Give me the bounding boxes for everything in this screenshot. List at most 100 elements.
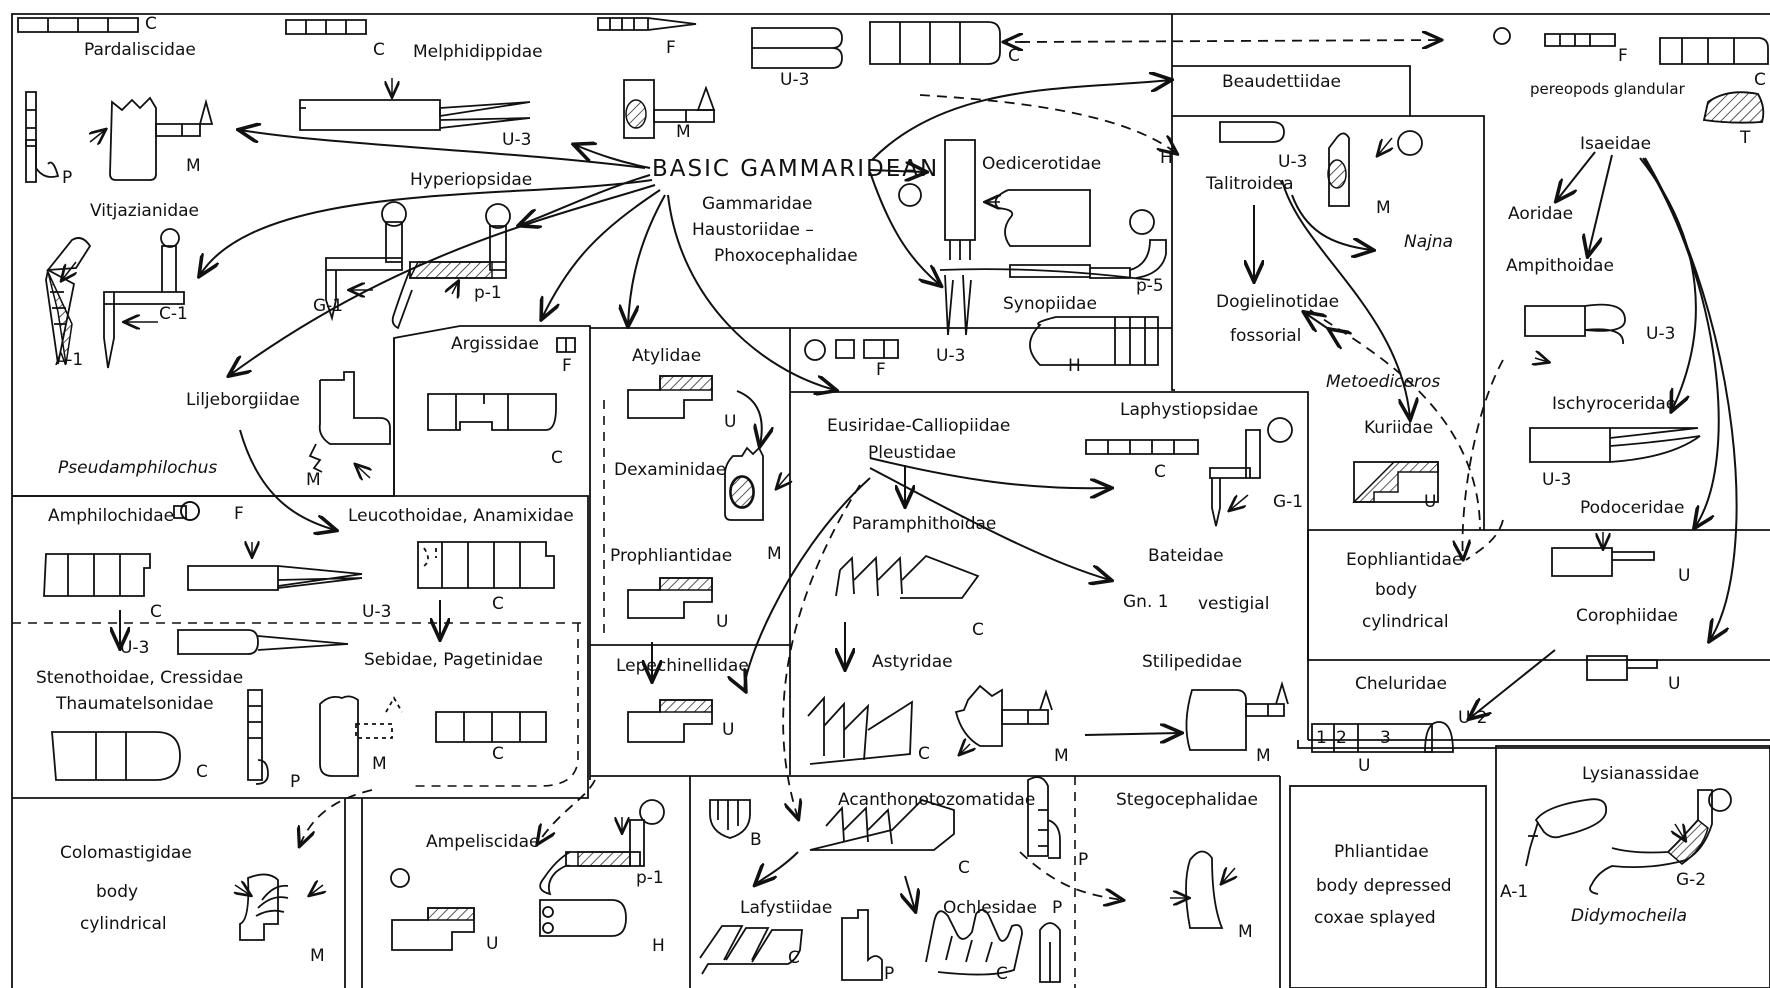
code-label: C — [958, 858, 970, 878]
sebidae-label: Sebidae, Pagetinidae — [364, 650, 543, 670]
podoceridae-label: Podoceridae — [1580, 498, 1685, 518]
argissidae-label: Argissidae — [451, 334, 539, 354]
code-label: C-1 — [159, 304, 188, 324]
thaumatelsonidae-label: Thaumatelsonidae — [56, 694, 214, 714]
panel-borders — [11, 13, 1770, 988]
code-label: F — [1618, 46, 1628, 66]
code-label: U-3 — [362, 602, 392, 622]
code-label: M — [310, 946, 325, 966]
code-label: M — [186, 156, 201, 176]
gn1-label: Gn. 1 — [1123, 592, 1169, 612]
code-label: U — [716, 612, 729, 632]
code-label: p-1 — [474, 283, 502, 303]
phliantidae-label: Phliantidae — [1334, 842, 1429, 862]
code-label: C — [996, 964, 1008, 984]
code-label: 3 — [1380, 728, 1391, 748]
paramphithoidae-label: Paramphithoidae — [852, 514, 997, 534]
code-label: A-1 — [55, 350, 84, 370]
didymocheila-label: Didymocheila — [1571, 906, 1688, 926]
code-label: C — [1754, 70, 1766, 90]
code-label: U — [1424, 492, 1437, 512]
synopiidae-label: Synopiidae — [1003, 294, 1097, 314]
code-label: U-3 — [1278, 152, 1308, 172]
code-label: U — [1358, 756, 1371, 776]
code-label: F — [666, 38, 676, 58]
code-label: F — [876, 360, 886, 380]
prophliantidae-label: Prophliantidae — [610, 546, 733, 566]
code-label: M — [306, 470, 321, 490]
code-label: p-5 — [1136, 276, 1164, 296]
code-label: U-3 — [936, 346, 966, 366]
eophliantidae-label: Eophliantidae — [1346, 550, 1463, 570]
ochlesidae-label: Ochlesidae — [943, 898, 1037, 918]
code-label: F — [234, 504, 244, 524]
code-label: U-3 — [502, 130, 532, 150]
code-label: T — [1740, 128, 1751, 148]
vestigial-label: vestigial — [1198, 594, 1270, 614]
code-label: G-1 — [313, 296, 344, 316]
colomastigidae-cylindrical-label: cylindrical — [80, 914, 167, 934]
code-label: P — [62, 168, 73, 188]
basic-gammaridean-title: BASIC GAMMARIDEAN — [652, 156, 940, 182]
code-label: H — [652, 936, 665, 956]
code-label: C — [196, 762, 208, 782]
code-label: M — [1054, 746, 1069, 766]
stilipedidae-label: Stilipedidae — [1142, 652, 1243, 672]
kuriidae-label: Kuriidae — [1364, 418, 1434, 438]
coxae-splayed-label: coxae splayed — [1314, 908, 1436, 928]
ischyroceridae-label: Ischyroceridae — [1552, 394, 1677, 414]
cheluridae-label: Cheluridae — [1355, 674, 1447, 694]
code-label: M — [1238, 922, 1253, 942]
code-label: U-3 — [780, 70, 810, 90]
eophliantidae-body-label: body — [1375, 580, 1418, 600]
lysianassidae-label: Lysianassidae — [1582, 764, 1700, 784]
code-label: P — [1052, 898, 1063, 918]
code-label: G-1 — [1273, 492, 1304, 512]
bateidae-label: Bateidae — [1148, 546, 1224, 566]
code-label: H — [1160, 148, 1173, 168]
phoxocephalidae-label: Phoxocephalidae — [714, 246, 858, 266]
pleustidae-label: Pleustidae — [868, 443, 957, 463]
code-label: M — [1256, 746, 1271, 766]
code-label: C — [918, 744, 930, 764]
fossorial-label: fossorial — [1230, 326, 1302, 346]
liljeborgiidae-label: Liljeborgiidae — [186, 390, 300, 410]
hatched-fills — [47, 91, 1765, 921]
talitroidea-label: Talitroidea — [1206, 174, 1294, 194]
dogielinotidae-label: Dogielinotidae — [1216, 292, 1340, 312]
isaeidae-label: Isaeidae — [1580, 134, 1652, 154]
corophiidae-label: Corophiidae — [1576, 606, 1678, 626]
laphystiopsidae-label: Laphystiopsidae — [1120, 400, 1259, 420]
code-label: U-3 — [1646, 324, 1676, 344]
code-label: M — [767, 544, 782, 564]
code-label: C — [150, 602, 162, 622]
code-label: C — [492, 744, 504, 764]
hyperiopsidae-label: Hyperiopsidae — [410, 170, 533, 190]
eusiridae-calliopiidae-label: Eusiridae-Calliopiidae — [827, 416, 1011, 436]
code-label: F — [562, 356, 572, 376]
code-label: U — [486, 934, 499, 954]
code-label: C — [788, 948, 800, 968]
atylidae-label: Atylidae — [632, 346, 702, 366]
dashed-arrows — [300, 40, 1504, 900]
code-label: B — [750, 830, 762, 850]
eophliantidae-cylindrical-label: cylindrical — [1362, 612, 1449, 632]
amphilochidae-label: Amphilochidae — [48, 506, 175, 526]
colomastigidae-label: Colomastigidae — [60, 843, 192, 863]
solid-arrows — [120, 80, 1738, 910]
najna-label: Najna — [1404, 232, 1454, 252]
pereopods-glandular-label: pereopods glandular — [1530, 80, 1685, 98]
code-label: C — [492, 594, 504, 614]
code-label: C — [373, 40, 385, 60]
dexaminidae-label: Dexaminidae — [614, 460, 727, 480]
code-label: U — [1678, 566, 1691, 586]
stegocephalidae-label: Stegocephalidae — [1116, 790, 1259, 810]
haustoriidae-label: Haustoriidae – — [692, 220, 814, 240]
melphidippidae-label: Melphidippidae — [413, 42, 543, 62]
lepechinellidae-label: Lepechinellidae — [616, 656, 749, 676]
aoridae-label: Aoridae — [1508, 204, 1574, 224]
code-label: U-2 — [1458, 708, 1488, 728]
code-label: C — [972, 620, 984, 640]
code-label: M — [372, 754, 387, 774]
code-label: U — [722, 720, 735, 740]
